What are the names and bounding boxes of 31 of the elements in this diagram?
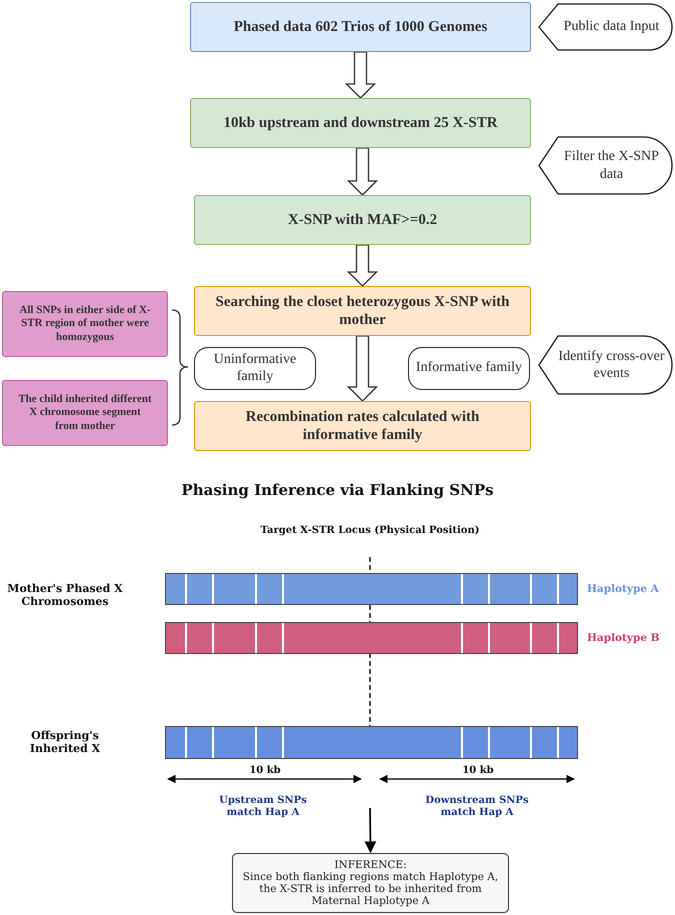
hollow-arrow — [346, 147, 378, 196]
callout-shape: Filter the X-SNP data — [538, 136, 673, 195]
note-box: The child inherited different X chromosome segment from mother — [2, 380, 168, 446]
note-box: All SNPs in either side of X-STR region of mother were homozygous — [2, 291, 168, 357]
inference-text: INFERENCE: — [333, 858, 408, 871]
text-label: Target X-STR Locus (Physical Position) — [260, 525, 480, 537]
arrow — [364, 808, 376, 854]
dimension-label: 10 kb — [461, 765, 495, 777]
chromosome-bar — [165, 726, 578, 759]
dimension-label: 10 kb — [248, 765, 282, 777]
process-box: Recombination rates calculated with informative family — [194, 401, 531, 451]
terminal-box: Informative family — [408, 347, 530, 390]
hollow-arrow — [346, 244, 378, 287]
process-box: Phased data 602 Trios of 1000 Genomes — [190, 2, 531, 52]
process-box: Searching the closet heterozygous X-SNP with mother — [194, 286, 531, 336]
terminal-box: Uninformative family — [194, 347, 316, 390]
process-box: 10kb upstream and downstream 25 X-STR — [190, 98, 531, 148]
inference-text: Since both flanking regions match Haplotype A, the X-STR is inferred to be inherited from Maternal Haplotype A — [242, 870, 500, 908]
haplotype-label: Haplotype A — [587, 583, 659, 595]
haplotype-label: Haplotype B — [587, 632, 660, 644]
process-box: X-SNP with MAF>=0.2 — [194, 195, 531, 245]
text-label: Mother's Phased X Chromosomes — [6, 582, 124, 608]
hollow-arrow — [346, 335, 378, 402]
diagram-title: Phasing Inference via Flanking SNPs — [181, 481, 494, 499]
text-label: Offspring's Inherited X — [28, 729, 102, 756]
callout-shape: Identify cross-over events — [538, 335, 673, 395]
inference-box — [232, 853, 509, 913]
callout-shape: Public data Input — [538, 3, 673, 51]
hollow-arrow — [344, 51, 376, 99]
text-label: Downstream SNPs match Hap A — [424, 795, 530, 819]
text-label: Upstream SNPs match Hap A — [218, 795, 308, 819]
